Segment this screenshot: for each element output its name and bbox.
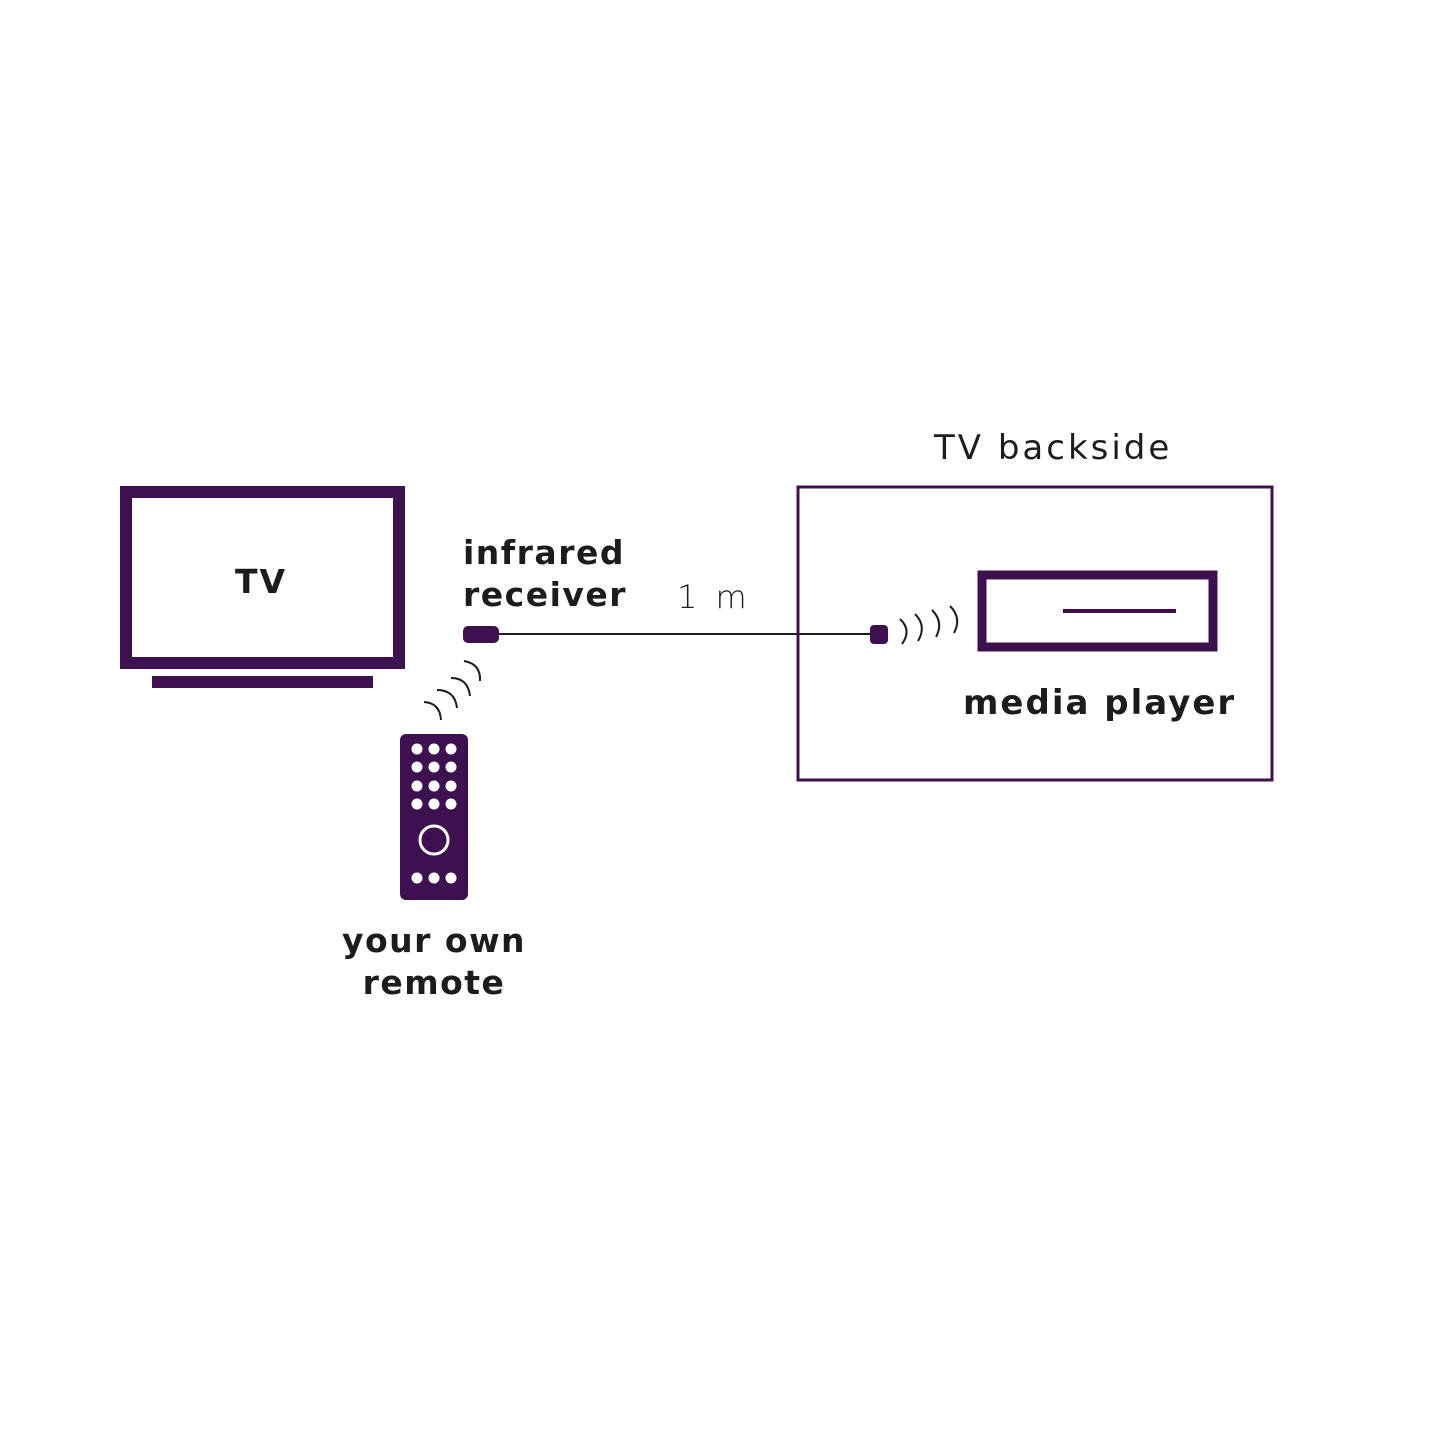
cable-length-label: 1 m [677, 578, 751, 616]
media-player-label: media player [963, 683, 1237, 723]
tv-icon [120, 486, 405, 688]
remote-control-icon [400, 734, 468, 900]
infrared-receiver-label-line1: infrared [463, 533, 625, 572]
ir-emitter-icon [870, 625, 888, 644]
tv-backside-frame [796, 485, 1274, 782]
media-player-icon [977, 570, 1218, 652]
tv-backside-label: TV backside [934, 428, 1173, 468]
infrared-receiver-label-line2: receiver [463, 575, 628, 614]
remote-label-line2: remote [362, 963, 506, 1002]
signal-waves-icon [423, 660, 482, 721]
remote-label: your own remote [334, 920, 534, 1004]
tv-label: TV [234, 562, 288, 601]
signal-waves-icon [899, 605, 959, 645]
remote-label-line1: your own [341, 921, 527, 960]
infrared-receiver-label: infrared receiver [463, 532, 627, 616]
ir-receiver-icon [463, 626, 499, 643]
